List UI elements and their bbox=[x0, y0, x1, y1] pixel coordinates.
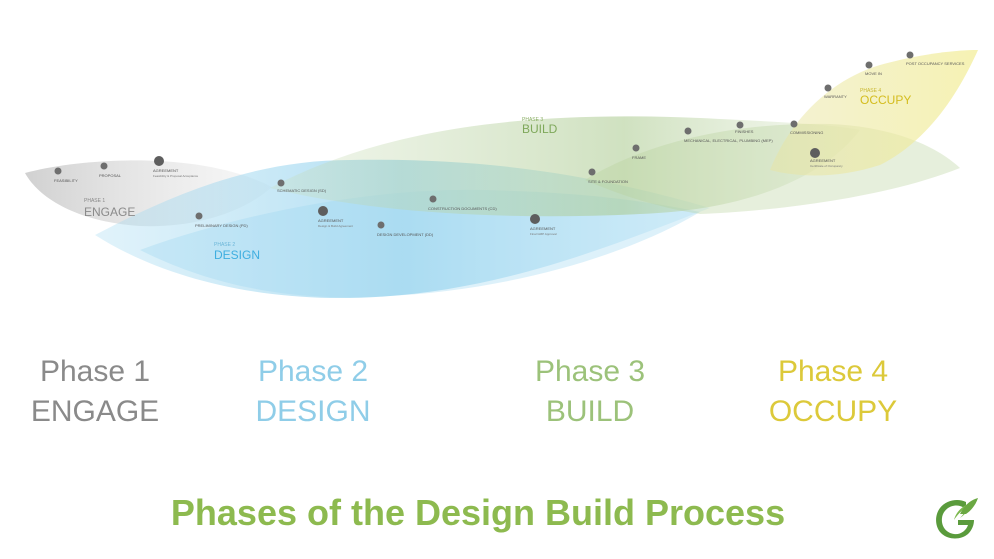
phase-4-label: Phase 4 OCCUPY bbox=[733, 352, 933, 432]
milestone: MECHANICAL, ELECTRICAL, PLUMBING (MEP) bbox=[684, 127, 773, 143]
milestone-label: SITE & FOUNDATION bbox=[588, 179, 628, 184]
milestone: AGREEMENT Certificate of Occupancy bbox=[810, 148, 843, 168]
milestone-label: COMMISSIONING bbox=[790, 130, 823, 135]
milestone: FINISHES bbox=[735, 121, 754, 134]
milestone-sublabel: Certificate of Occupancy bbox=[810, 164, 843, 168]
milestone-dot bbox=[54, 167, 62, 175]
phase-number: Phase 4 bbox=[777, 355, 889, 388]
milestone: SCHEMATIC DESIGN (SD) bbox=[277, 179, 327, 193]
milestone-dot bbox=[790, 120, 798, 128]
leaf-g-logo-icon bbox=[936, 498, 978, 539]
milestone-sublabel: Design & Build Agreement bbox=[318, 224, 353, 228]
milestone: WARRANTY bbox=[824, 84, 847, 99]
milestone-dot bbox=[318, 206, 328, 216]
milestone-label: SCHEMATIC DESIGN (SD) bbox=[277, 188, 327, 193]
milestone-label: PROPOSAL bbox=[99, 173, 122, 178]
engage-band-small: PHASE 1 bbox=[84, 198, 105, 204]
milestone-dot bbox=[588, 168, 596, 176]
milestone-dot bbox=[429, 195, 437, 203]
milestone-label: FINISHES bbox=[735, 129, 754, 134]
milestone-dot bbox=[810, 148, 820, 158]
phase-name: BUILD bbox=[545, 395, 635, 428]
milestone: DESIGN DEVELOPMENT (DD) bbox=[377, 221, 434, 237]
milestone: AGREEMENT Design & Build Agreement bbox=[318, 206, 353, 228]
occupy-band-label: OCCUPY bbox=[860, 93, 911, 107]
milestone-label: AGREEMENT bbox=[153, 168, 179, 173]
milestone: AGREEMENT Final GMP Approval bbox=[530, 214, 557, 236]
milestone: MOVE IN bbox=[865, 61, 882, 76]
milestone-dot bbox=[377, 221, 385, 229]
milestone-label: CONSTRUCTION DOCUMENTS (CD) bbox=[428, 206, 497, 211]
phase-name: DESIGN bbox=[255, 395, 371, 428]
milestone-dot bbox=[684, 127, 692, 135]
phase-3-label: Phase 3 BUILD bbox=[490, 352, 690, 432]
milestone-label: MOVE IN bbox=[865, 71, 882, 76]
phase-1-label: Phase 1 ENGAGE bbox=[0, 352, 195, 432]
milestone: FEASIBILITY bbox=[54, 167, 78, 183]
milestone: POST OCCUPANCY SERVICES bbox=[906, 51, 965, 66]
phase-number: Phase 2 bbox=[257, 355, 369, 388]
milestone: PROPOSAL bbox=[99, 162, 122, 178]
design-band-small: PHASE 2 bbox=[214, 242, 235, 248]
milestone-dot bbox=[530, 214, 540, 224]
milestone-dot bbox=[736, 121, 744, 129]
occupy-band-small: PHASE 4 bbox=[860, 88, 881, 94]
milestone-dot bbox=[100, 162, 108, 170]
milestone-dot bbox=[195, 212, 203, 220]
milestone-label: DESIGN DEVELOPMENT (DD) bbox=[377, 232, 434, 237]
milestone-label: MECHANICAL, ELECTRICAL, PLUMBING (MEP) bbox=[684, 138, 773, 143]
occupy-band bbox=[770, 50, 978, 176]
process-diagram: PHASE 1 ENGAGE PHASE 2 DESIGN PHASE 3 BU… bbox=[25, 50, 978, 299]
build-band bbox=[270, 116, 860, 217]
milestone-dot bbox=[906, 51, 914, 59]
engage-band-label: ENGAGE bbox=[84, 205, 135, 219]
phase-number: Phase 3 bbox=[534, 355, 646, 388]
milestone: SITE & FOUNDATION bbox=[588, 168, 628, 184]
phase-number: Phase 1 bbox=[39, 355, 151, 388]
design-band-label: DESIGN bbox=[214, 248, 260, 262]
milestone-label: FEASIBILITY bbox=[54, 178, 78, 183]
milestone: COMMISSIONING bbox=[790, 120, 823, 135]
phase-name: OCCUPY bbox=[768, 395, 898, 428]
milestone-dot bbox=[632, 144, 640, 152]
milestone: FRAME bbox=[632, 144, 646, 160]
milestone-label: FRAME bbox=[632, 155, 646, 160]
milestone-label: AGREEMENT bbox=[530, 226, 556, 231]
milestone-label: AGREEMENT bbox=[810, 158, 836, 163]
milestone: PRELIMINARY DESIGN (PD) bbox=[195, 212, 248, 228]
milestone-label: PRELIMINARY DESIGN (PD) bbox=[195, 223, 248, 228]
milestone: AGREEMENT Feasibility & Proposal Accepta… bbox=[153, 156, 199, 178]
design-band-lower bbox=[140, 189, 700, 298]
build-band-label: BUILD bbox=[522, 122, 558, 136]
milestone-label: POST OCCUPANCY SERVICES bbox=[906, 61, 965, 66]
milestone-dot bbox=[824, 84, 832, 92]
milestone: CONSTRUCTION DOCUMENTS (CD) bbox=[428, 195, 497, 211]
milestone-sublabel: Feasibility & Proposal Acceptance bbox=[153, 174, 199, 178]
milestone-sublabel: Final GMP Approval bbox=[530, 232, 557, 236]
milestone-label: AGREEMENT bbox=[318, 218, 344, 223]
phase-name: ENGAGE bbox=[30, 395, 160, 428]
milestone-dot bbox=[154, 156, 164, 166]
page-title: Phases of the Design Build Process bbox=[170, 492, 786, 533]
phase-2-label: Phase 2 DESIGN bbox=[213, 352, 413, 432]
milestone-label: WARRANTY bbox=[824, 94, 847, 99]
milestone-dot bbox=[865, 61, 873, 69]
build-band-small: PHASE 3 bbox=[522, 117, 543, 123]
milestone-dot bbox=[277, 179, 285, 187]
